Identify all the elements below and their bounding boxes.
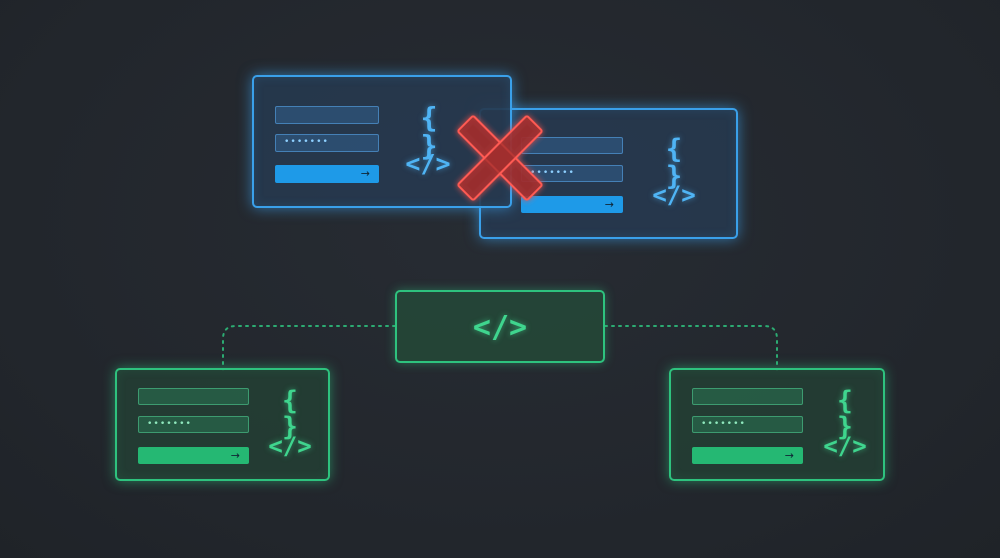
- arrow-right-icon: →: [604, 197, 614, 211]
- password-field: •••••••: [275, 134, 379, 152]
- submit-button: →: [692, 447, 803, 464]
- username-field: [692, 388, 803, 405]
- password-mask: •••••••: [284, 136, 329, 147]
- code-icon: </>: [823, 432, 867, 460]
- username-field: [138, 388, 249, 405]
- connector-left: [222, 325, 396, 371]
- connector-right: [604, 325, 778, 371]
- code-icon: </>: [472, 310, 528, 345]
- arrow-right-icon: →: [784, 448, 794, 462]
- password-mask: •••••••: [530, 167, 575, 178]
- password-mask: •••••••: [701, 418, 746, 429]
- reused-card-left: ••••••• → { } </>: [115, 368, 330, 481]
- arrow-right-icon: →: [230, 448, 240, 462]
- reused-card-right: ••••••• → { } </>: [669, 368, 885, 481]
- password-field: •••••••: [138, 416, 249, 433]
- duplicate-card-left: ••••••• → { } </>: [252, 75, 512, 208]
- username-field: [275, 106, 379, 124]
- braces-icon: { }: [837, 386, 853, 442]
- braces-icon: { }: [420, 101, 438, 162]
- code-icon: </>: [652, 181, 696, 209]
- password-field: •••••••: [521, 165, 623, 182]
- submit-button: →: [138, 447, 249, 464]
- braces-icon: { }: [282, 386, 298, 442]
- password-mask: •••••••: [147, 418, 192, 429]
- submit-button: →: [521, 196, 623, 213]
- shared-component: </>: [395, 290, 605, 363]
- submit-button: →: [275, 165, 379, 183]
- braces-icon: { }: [665, 134, 683, 192]
- code-icon: </>: [268, 432, 312, 460]
- code-icon: </>: [405, 149, 451, 178]
- password-field: •••••••: [692, 416, 803, 433]
- arrow-right-icon: →: [360, 167, 370, 181]
